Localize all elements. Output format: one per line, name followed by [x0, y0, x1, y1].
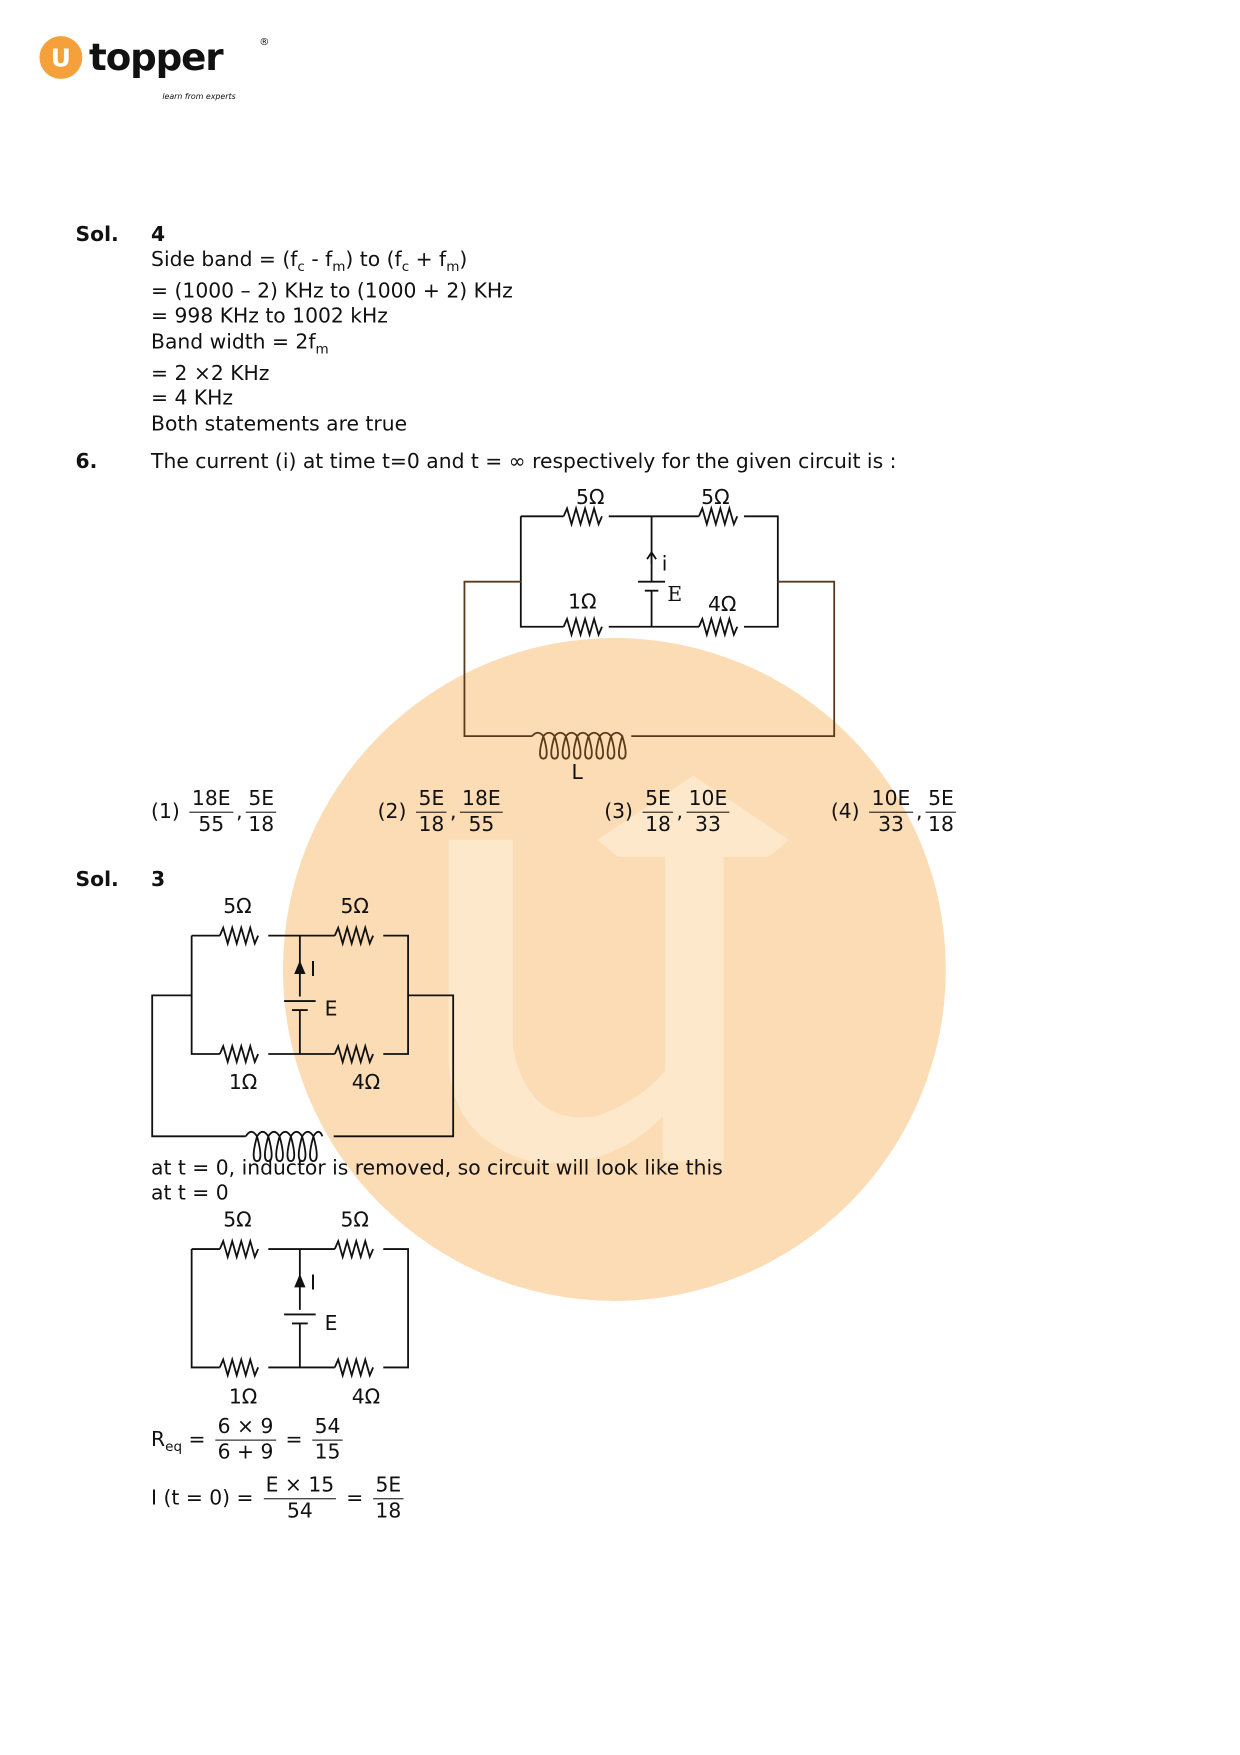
circuit-with-inductor: 5Ω 5Ω 1Ω 4Ω I E: [151, 894, 455, 1163]
line: = 4 KHz: [151, 386, 234, 411]
at-text: at t = 0: [151, 1181, 229, 1206]
inductor-icon: [531, 731, 627, 760]
line: = (1000 – 2) KHz to (1000 + 2) KHz: [151, 279, 513, 304]
svg-text:topper: topper: [89, 35, 224, 79]
svg-text:®: ®: [259, 37, 269, 48]
battery-icon: [638, 550, 666, 592]
sideband-line: Side band = (fc - fm) to (fc + fm): [151, 248, 468, 275]
svg-text:5Ω: 5Ω: [340, 1208, 368, 1232]
line: Both statements are true: [151, 412, 408, 436]
sol-answer: 4: [151, 223, 166, 247]
svg-text:I: I: [310, 957, 316, 981]
svg-text:5Ω: 5Ω: [223, 1208, 251, 1232]
svg-text:I: I: [310, 1271, 316, 1295]
sol-label: Sol.: [75, 223, 119, 247]
question-circuit: 5Ω 5Ω 1Ω 4Ω i E L: [463, 485, 836, 784]
solution-circuits: 5Ω 5Ω 1Ω 4Ω I E 5Ω 5Ω 1Ω 4Ω I E: [151, 894, 455, 1408]
svg-text:U: U: [51, 44, 71, 73]
r-label: 5Ω: [701, 485, 729, 509]
svg-text:learn from experts: learn from experts: [162, 92, 235, 101]
r-label: 5Ω: [576, 485, 604, 509]
sol-label: Sol.: [75, 868, 119, 892]
inductor-icon: [244, 1130, 324, 1163]
svg-text:4Ω: 4Ω: [352, 1384, 380, 1408]
line: = 998 KHz to 1002 kHz: [151, 304, 388, 329]
line: Band width = 2fm: [151, 330, 329, 357]
r-label: 4Ω: [708, 592, 736, 616]
line: = 2 ×2 KHz: [151, 361, 270, 386]
logo: U topper ® learn from experts: [38, 32, 275, 110]
sol-answer: 3: [151, 868, 166, 892]
svg-text:1Ω: 1Ω: [229, 1070, 257, 1094]
watermark-arrow-icon: [448, 775, 790, 1163]
source-label: E: [667, 582, 682, 606]
svg-text:E: E: [325, 1311, 338, 1335]
note-text: at t = 0, inductor is removed, so circui…: [151, 1156, 723, 1181]
svg-text:4Ω: 4Ω: [352, 1070, 380, 1094]
r-label: 1Ω: [568, 590, 596, 614]
resistor-icon: [562, 505, 739, 638]
svg-text:5Ω: 5Ω: [223, 894, 251, 918]
svg-text:5Ω: 5Ω: [340, 894, 368, 918]
inductor-label: L: [572, 760, 584, 784]
circuit-without-inductor: 5Ω 5Ω 1Ω 4Ω I E: [190, 1208, 409, 1408]
arrow-icon: [294, 960, 306, 974]
current-label: i: [662, 551, 668, 575]
topper-logo-icon: U topper ® learn from experts: [39, 35, 269, 101]
svg-text:1Ω: 1Ω: [229, 1384, 257, 1408]
arrow-icon: [294, 1273, 306, 1288]
question-text: The current (i) at time t=0 and t = ∞ re…: [151, 449, 897, 474]
sol5-body: Side band = (fc - fm) to (fc + fm) = (10…: [151, 248, 513, 437]
question-number: 6.: [75, 449, 98, 474]
svg-text:E: E: [325, 997, 338, 1021]
watermark-circle: [282, 638, 946, 1301]
